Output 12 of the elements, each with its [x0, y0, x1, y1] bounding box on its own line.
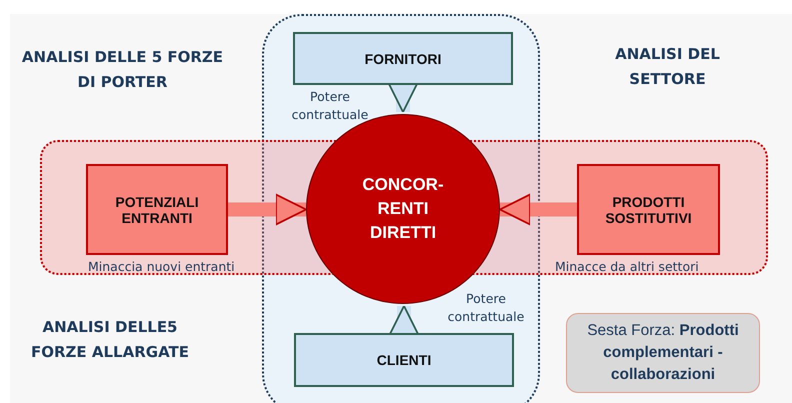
heading-text: ANALISI DEL SETTORE — [614, 44, 721, 90]
caption-text: Minaccia nuovi entranti — [88, 258, 236, 276]
block-arrow — [499, 194, 577, 226]
caption-text: Minacce da altri settori — [555, 258, 700, 276]
process-box: POTENZIALI ENTRANTI — [86, 164, 228, 255]
process-box: FORNITORI — [293, 32, 513, 85]
heading-text: ANALISI DELLE 5 FORZE DI PORTER — [20, 47, 224, 93]
process-box: CLIENTI — [294, 333, 514, 387]
block-arrow — [228, 194, 307, 226]
heading-text: ANALISI DELLE5 FORZE ALLARGATE — [30, 317, 190, 363]
note-box: Sesta Forza: Prodotti complementari - collaborazioni — [566, 313, 760, 393]
process-box: PRODOTTI SOSTITUTIVI — [577, 164, 720, 255]
